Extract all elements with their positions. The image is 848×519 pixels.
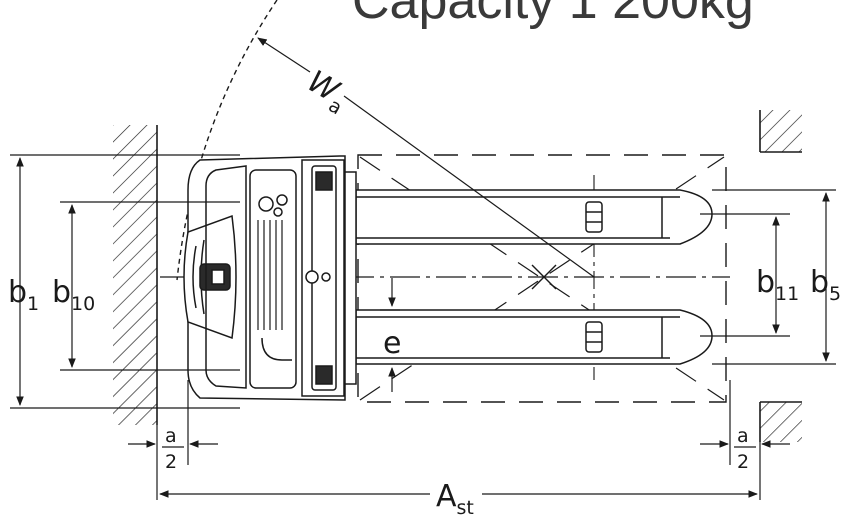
- pallet-outline: [357, 154, 727, 403]
- turning-arc: [176, 0, 278, 281]
- a2-left-numerator: a: [165, 425, 177, 447]
- ast-label: Ast: [436, 479, 474, 519]
- b5-label: b5: [810, 265, 841, 305]
- lower-fork: [355, 309, 713, 365]
- a2-right-numerator: a: [737, 425, 749, 447]
- capacity-title: Capacity 1 200kg: [352, 0, 754, 30]
- b11-label: b11: [756, 265, 799, 305]
- right-wall: [759, 110, 802, 442]
- left-wall: [113, 125, 158, 425]
- truck-body: [183, 155, 357, 401]
- wa-label: Wa: [299, 64, 355, 119]
- b1-label: b1: [8, 275, 39, 315]
- dimension-wa: [257, 37, 595, 278]
- dimension-e: [380, 278, 400, 392]
- dimension-a2-right: [700, 380, 790, 500]
- b10-label: b10: [52, 275, 95, 315]
- turning-center-mark: [531, 264, 557, 290]
- upper-fork: [355, 189, 713, 245]
- a2-left-denominator: 2: [165, 451, 177, 473]
- e-label: e: [383, 326, 401, 361]
- dimension-b1: [10, 154, 240, 409]
- a2-right-denominator: 2: [737, 451, 749, 473]
- dimension-b11: [700, 213, 790, 337]
- dimension-b10: [60, 201, 240, 371]
- dimension-a2-left: [128, 380, 218, 500]
- dimension-b5: [712, 189, 836, 365]
